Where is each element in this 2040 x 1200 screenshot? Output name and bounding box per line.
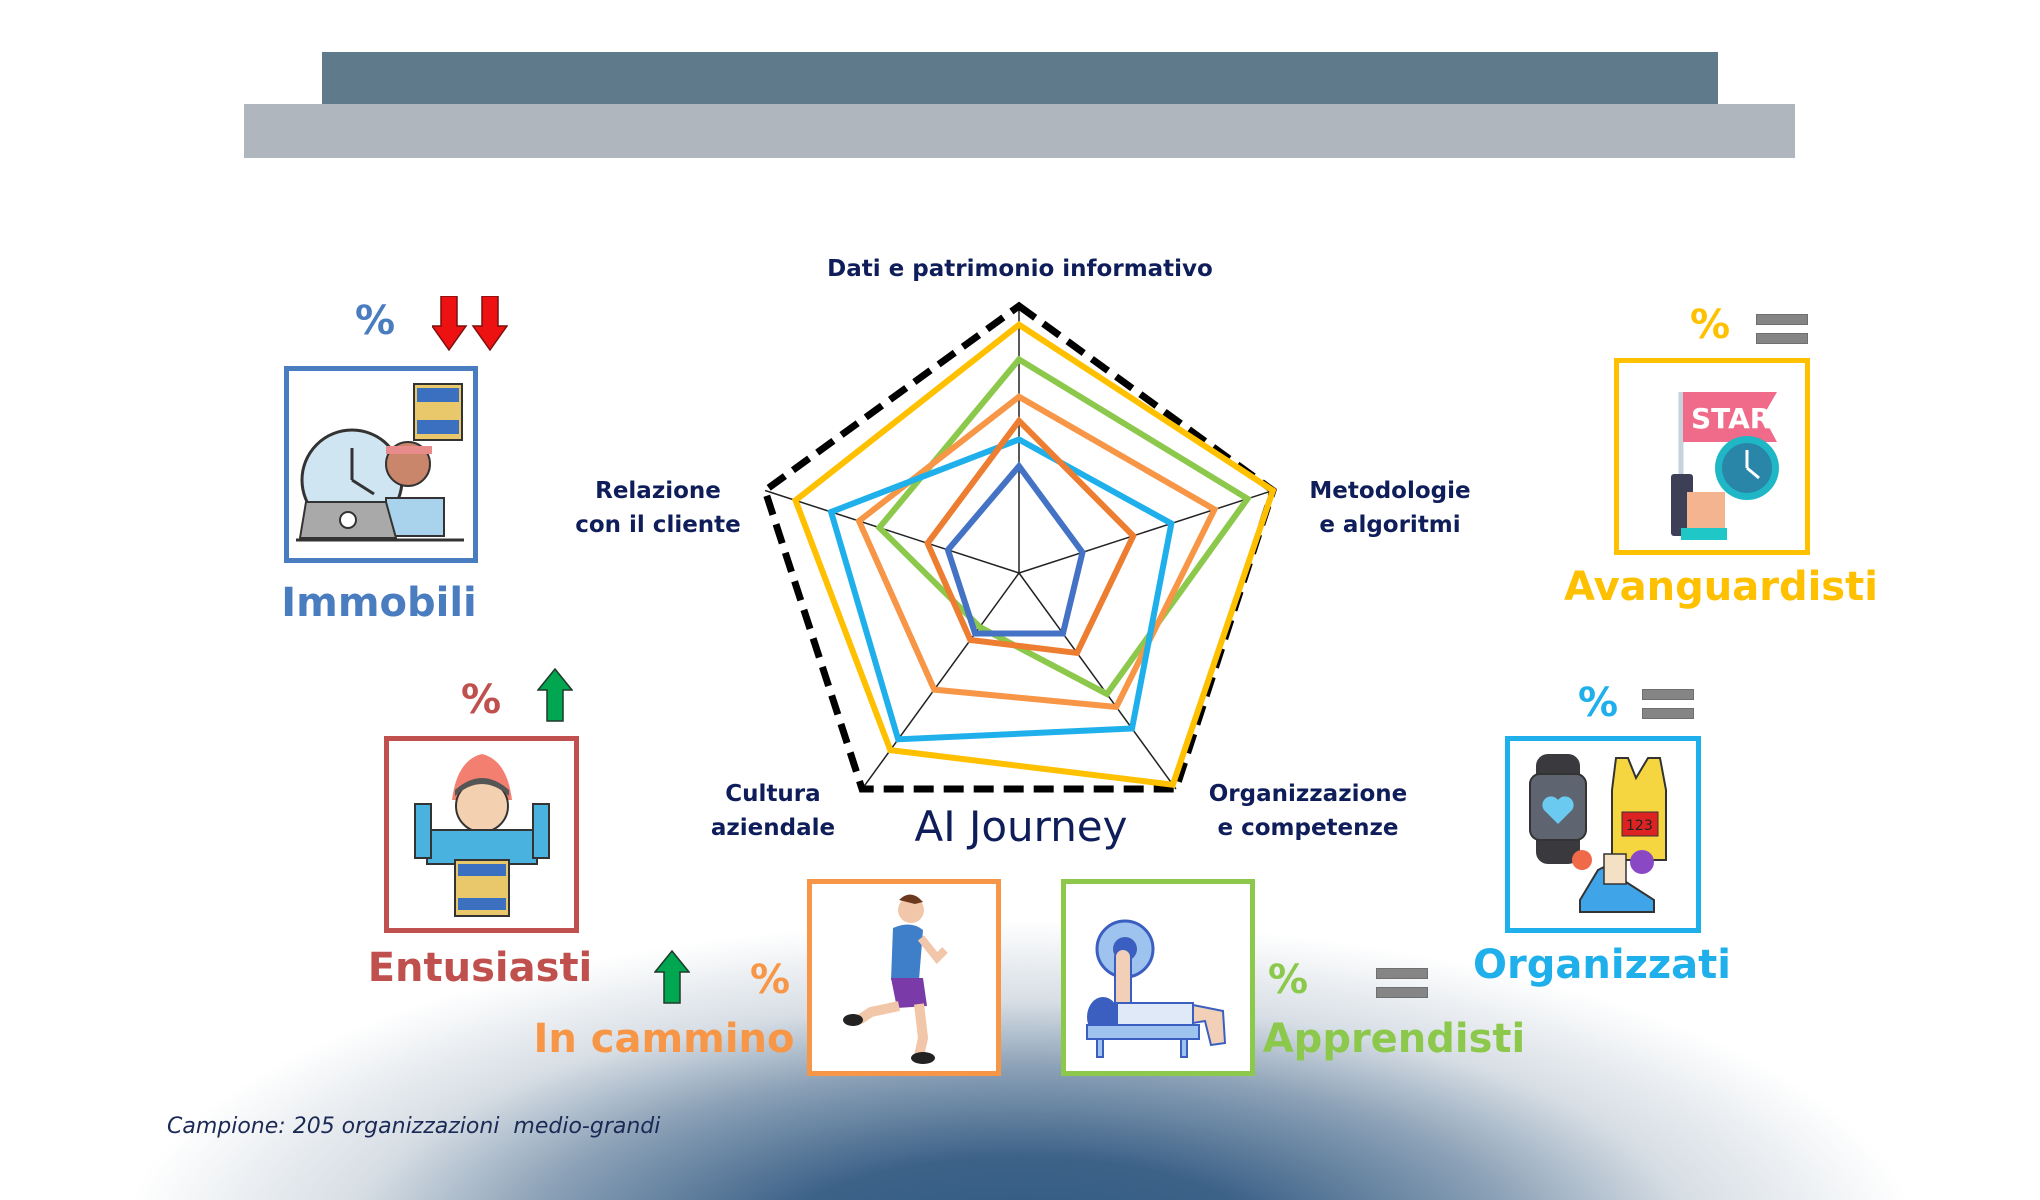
axis-label-cultura: Cultura aziendale — [711, 777, 835, 845]
equal-icon — [1376, 968, 1428, 998]
axis-label-line1: Metodologie — [1309, 478, 1471, 504]
running-person-icon — [843, 893, 948, 1064]
smartwatch-tank-top-running-shoe-icon: 123 — [1529, 753, 1667, 913]
up-arrow-icon — [654, 950, 690, 1004]
entusiasti-label: Entusiasti — [367, 945, 593, 991]
starting-pistol-icon: START — [1671, 391, 1789, 540]
immobili-percent: % — [354, 298, 396, 344]
apprendisti-box — [1061, 879, 1255, 1076]
axis-label-metodologie: Metodologie e algoritmi — [1309, 474, 1470, 542]
organizzati-label: Organizzati — [1473, 942, 1731, 988]
immobili-label: Immobili — [281, 580, 477, 626]
sample-footnote: Campione: 205 organizzazioni medio-grand… — [167, 1114, 661, 1139]
apprendisti-label: Apprendisti — [1262, 1016, 1526, 1062]
axis-label-line2: con il cliente — [575, 512, 741, 538]
svg-text:START: START — [1691, 402, 1789, 435]
axis-label-line1: Relazione — [595, 478, 721, 504]
avanguardisti-label: Avanguardisti — [1564, 564, 1878, 610]
person-at-laptop-with-clock-icon — [296, 382, 464, 541]
avanguardisti-box: START — [1614, 358, 1810, 555]
axis-label-organizzazione: Organizzazione e competenze — [1209, 777, 1407, 845]
axis-label-line2: e algoritmi — [1319, 512, 1461, 538]
axis-label-dati: Dati e patrimonio informativo — [827, 252, 1213, 286]
avanguardisti-percent: % — [1689, 302, 1731, 348]
organizzati-percent: % — [1577, 680, 1619, 726]
svg-text:123: 123 — [1626, 818, 1653, 834]
organizzati-box: 123 — [1505, 736, 1701, 933]
enthusiastic-person-icon — [413, 753, 550, 917]
entusiasti-percent: % — [460, 677, 502, 723]
axis-label-line2: e competenze — [1217, 815, 1399, 841]
double-down-arrow-icon — [432, 296, 508, 352]
chart-title: AI Journey — [914, 802, 1128, 851]
in-cammino-percent: % — [749, 957, 791, 1003]
in-cammino-box — [807, 879, 1001, 1076]
axis-label-line2: aziendale — [710, 815, 836, 841]
immobili-box — [284, 366, 478, 563]
in-cammino-label: In cammino — [533, 1016, 795, 1062]
equal-icon — [1642, 689, 1694, 719]
entusiasti-box — [384, 736, 579, 933]
axis-label-line1: Organizzazione — [1208, 781, 1408, 807]
header-bar-dark — [322, 52, 1718, 104]
axis-label-line1: Cultura — [725, 781, 821, 807]
apprendisti-percent: % — [1267, 957, 1309, 1003]
axis-label-dati-text: Dati e patrimonio informativo — [827, 256, 1213, 282]
up-arrow-icon — [537, 668, 573, 722]
axis-label-relazione: Relazione con il cliente — [575, 474, 741, 542]
equal-icon — [1756, 314, 1808, 344]
header-bar-light — [244, 104, 1795, 158]
bench-press-person-icon — [1086, 919, 1227, 1058]
